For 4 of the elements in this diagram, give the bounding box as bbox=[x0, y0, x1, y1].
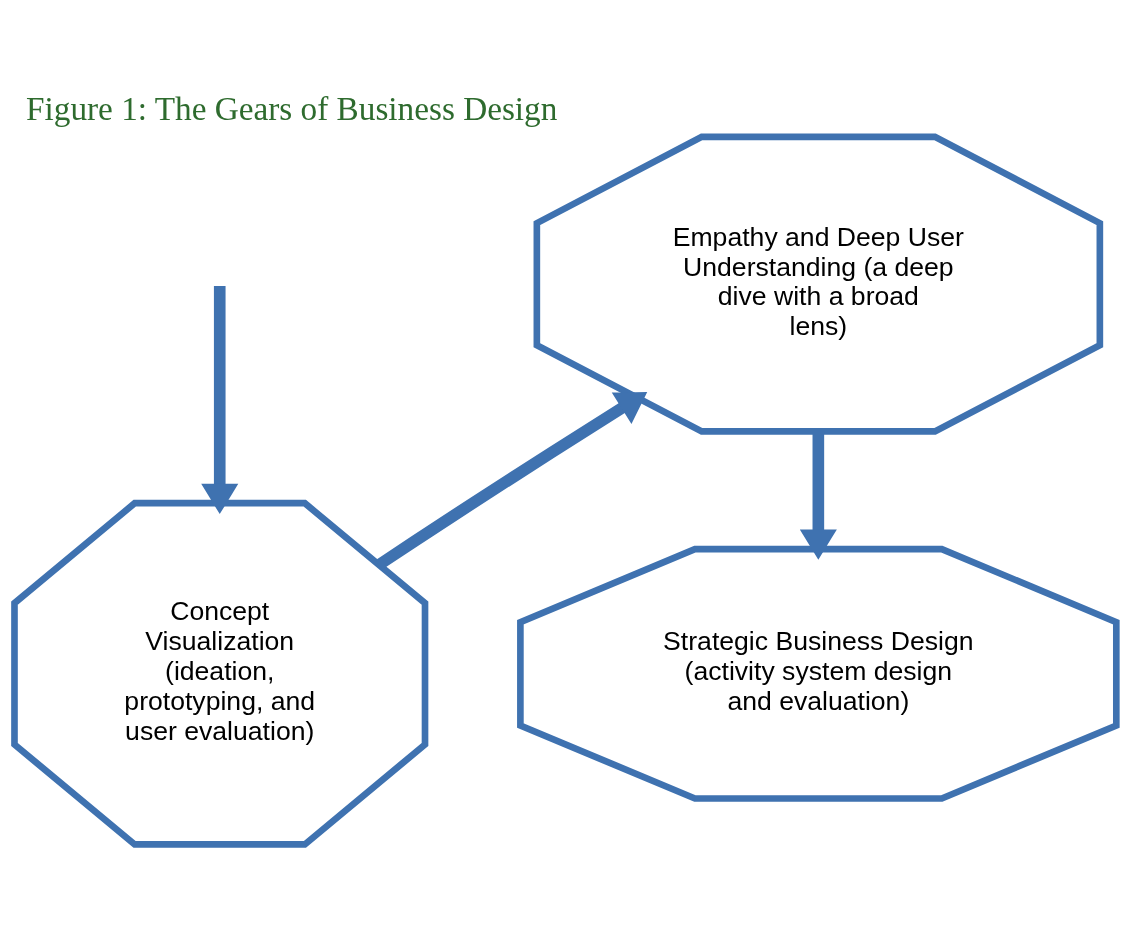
arrow bbox=[375, 391, 648, 570]
arrow bbox=[201, 285, 239, 514]
diagram-title: Figure 1: The Gears of Business Design bbox=[26, 89, 558, 127]
arrow bbox=[799, 431, 837, 560]
